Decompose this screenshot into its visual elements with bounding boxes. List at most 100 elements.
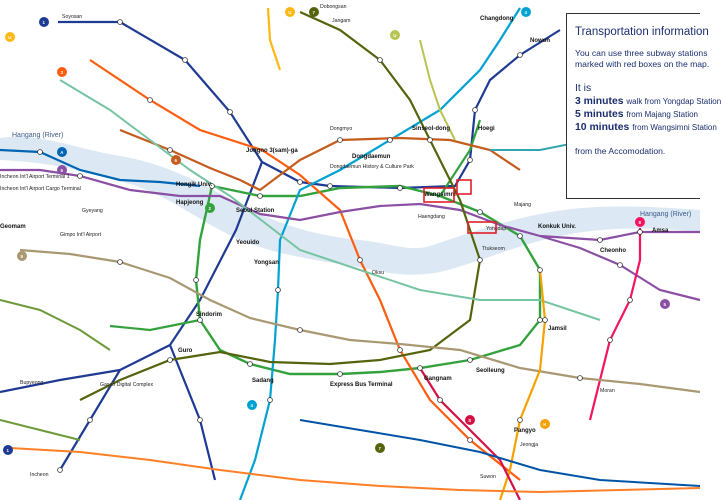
line-gyeongui — [59, 79, 601, 321]
river-label-right: Hangang (River) — [640, 211, 691, 218]
station-label: Gangnam — [424, 376, 452, 382]
station-label: Express Bus Terminal — [330, 382, 393, 388]
svg-text:5: 5 — [61, 168, 64, 173]
route-wangsimni-text: from Wangsimni Station — [632, 123, 717, 132]
station-label: Hongik Univ. — [176, 182, 213, 188]
line-misc-west — [0, 299, 111, 441]
line-gyeonggang — [299, 419, 701, 487]
station-label: Incheon — [30, 472, 49, 478]
station-label: Guro — [178, 348, 193, 354]
station-label: Hapjeong — [176, 200, 204, 206]
station-label: Pangyo — [514, 428, 536, 434]
svg-text:6: 6 — [175, 158, 178, 163]
line-9 — [19, 248, 701, 394]
station-label: Hoegi — [478, 126, 495, 132]
station-label: Amsa — [652, 228, 669, 234]
han-river — [0, 136, 700, 275]
station-label: Wangsimni — [424, 192, 456, 198]
highlighted-stations — [423, 179, 497, 234]
station-label: Jamsil — [548, 326, 567, 332]
station-label: Dobongsan — [320, 4, 347, 10]
station-label: Yeouido — [236, 240, 260, 246]
station-label: Majang — [514, 202, 531, 208]
svg-text:4: 4 — [525, 10, 528, 15]
station-label: Dongdaemun History & Culture Park — [330, 164, 414, 170]
station-label: Seoul Station — [236, 208, 275, 214]
svg-text:1: 1 — [7, 448, 10, 453]
route-yongdap-time: 3 minutes — [575, 96, 624, 107]
svg-text:U: U — [288, 10, 291, 15]
highlight-box-wangsimni — [423, 187, 455, 203]
station-label: Cheonho — [600, 248, 626, 254]
svg-text:9: 9 — [21, 254, 24, 259]
line-airport — [0, 148, 201, 188]
station-label: Soyosan — [62, 14, 82, 20]
station-label: Gasan Digital Complex — [100, 382, 153, 388]
highlight-box-yongdap — [467, 221, 497, 234]
station-labels: Soyosan Dobongsan Jangam Changdong Nowon… — [0, 4, 669, 480]
station-label: Nowon — [530, 38, 550, 44]
station-label: Konkuk Univ. — [538, 224, 576, 230]
info-title: Transportation information — [575, 26, 709, 38]
line-everline — [9, 447, 701, 494]
svg-text:S: S — [468, 418, 471, 423]
station-label: Dongdaemun — [352, 154, 391, 160]
station-label: Seolleung — [476, 368, 505, 374]
line-7 — [79, 10, 482, 401]
route-yongdap-text: walk from Yongdap Station — [626, 97, 721, 106]
line-5 — [0, 168, 701, 302]
station-label: Dongmyo — [330, 126, 352, 132]
svg-text:7: 7 — [379, 446, 382, 451]
line-1-west — [0, 368, 121, 394]
line-uijeongbu — [266, 7, 282, 71]
line-3 — [89, 59, 521, 481]
station-label: Incheon Int'l Airport Cargo Terminal — [0, 186, 81, 192]
route-wangsimni: 10 minutes from Wangsimni Station — [575, 121, 717, 134]
svg-text:4: 4 — [251, 403, 254, 408]
station-label: Incheon Int'l Airport Terminal 1 — [0, 174, 70, 180]
svg-text:1: 1 — [43, 20, 46, 25]
transportation-info-panel: Transportation information You can use t… — [566, 13, 721, 199]
station-label: Gyeyang — [82, 208, 103, 214]
svg-text:K: K — [543, 422, 547, 427]
river-label-left: Hangang (River) — [12, 132, 63, 139]
info-line-1: You can use three subway stations — [575, 48, 708, 58]
station-label: Geomam — [0, 224, 26, 230]
svg-text:A: A — [60, 150, 64, 155]
station-label: Jeongja — [520, 442, 538, 448]
station-label: Suwon — [480, 474, 496, 480]
svg-text:3: 3 — [61, 70, 64, 75]
route-majang-time: 5 minutes — [575, 109, 624, 120]
route-yongdap: 3 minutes walk from Yongdap Station — [575, 95, 721, 108]
station-label: Sindorim — [196, 312, 222, 318]
svg-text:U: U — [393, 33, 396, 38]
line-badges: 1 U 7 U 3 4 A 5 6 2 9 8 5 K S 7 1 4 U — [3, 7, 670, 455]
station-label: Sadang — [252, 378, 274, 384]
station-label: Gimpo Int'l Airport — [60, 232, 102, 238]
line-6 — [119, 128, 521, 192]
svg-text:8: 8 — [639, 220, 642, 225]
highlight-box-majang — [456, 179, 472, 195]
route-majang: 5 minutes from Majang Station — [575, 108, 700, 121]
route-majang-text: from Majang Station — [626, 110, 698, 119]
station-label: Haengdang — [418, 214, 445, 220]
station-label: Sinseol-dong — [412, 126, 450, 132]
line-shinbundang — [419, 367, 521, 500]
svg-text:2: 2 — [209, 206, 212, 211]
info-line-2: marked with red boxes on the map. — [575, 59, 710, 69]
station-label: Moran — [600, 388, 615, 394]
svg-text:5: 5 — [664, 302, 667, 307]
svg-text:7: 7 — [313, 10, 316, 15]
station-label: Ttukseom — [482, 246, 505, 252]
line-2 — [194, 184, 542, 376]
route-wangsimni-time: 10 minutes — [575, 122, 630, 133]
info-it-is: It is — [575, 83, 592, 94]
station-label: Changdong — [480, 16, 514, 22]
station-label: Jongno 3(sam)-ga — [246, 148, 298, 154]
station-label: Jangam — [332, 18, 350, 24]
svg-text:U: U — [8, 35, 11, 40]
line-8 — [588, 228, 642, 421]
station-label: Bupyeong — [20, 380, 43, 386]
station-label: Oksu — [372, 270, 384, 276]
line-uisinseol — [419, 39, 456, 141]
